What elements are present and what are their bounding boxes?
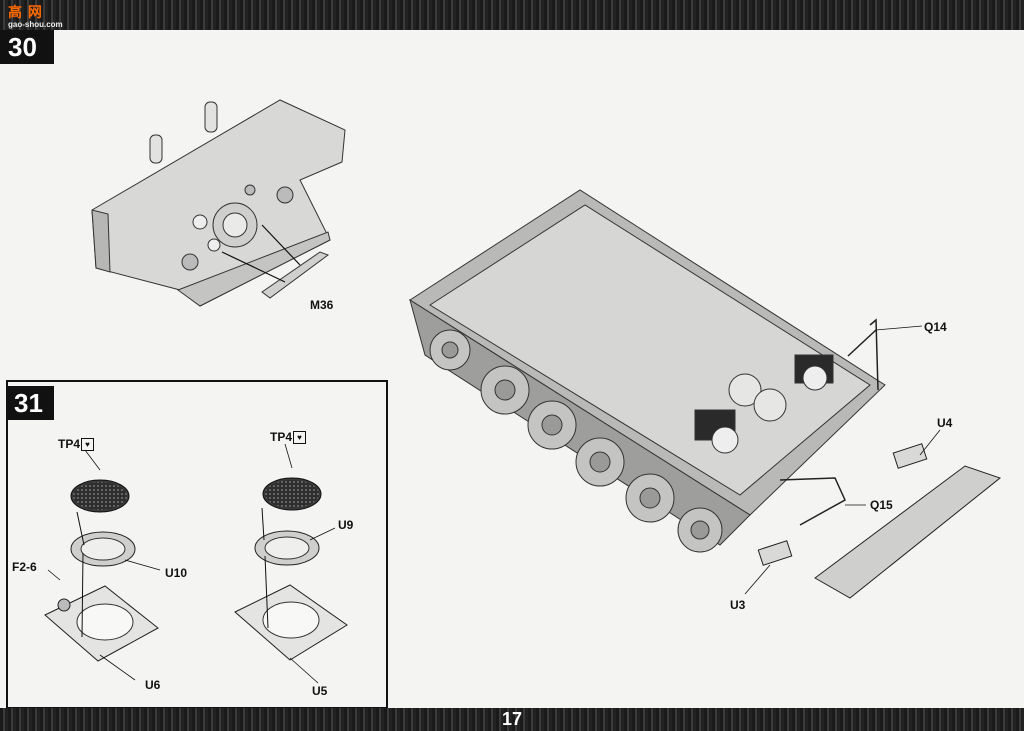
heart-icon: ♥ [293, 431, 307, 445]
watermark-url: gao-shou.com [8, 20, 63, 29]
heart-icon: ♥ [81, 438, 95, 452]
rear-plate-illustration [91, 99, 346, 307]
step-31-badge: 31 [6, 386, 54, 420]
rear-hull-plate [814, 465, 1002, 599]
label-tp4-left: TP4♥ [58, 437, 95, 452]
label-u3: U3 [730, 598, 746, 612]
right-screen-assembly [234, 477, 348, 661]
step-31-panel [6, 380, 388, 709]
step-30-badge: 30 [0, 30, 54, 64]
label-q15: Q15 [870, 498, 893, 512]
part-q14-shape [847, 318, 879, 391]
part-u3-shape [757, 540, 793, 566]
watermark-text: 高 网 [8, 4, 43, 20]
label-q14: Q14 [924, 320, 947, 334]
watermark-logo: 高 网 gao-shou.com [8, 2, 63, 29]
part-u4-shape [892, 443, 928, 469]
label-u10: U10 [165, 566, 188, 580]
label-u6: U6 [145, 678, 161, 692]
top-border-band [0, 0, 1024, 30]
left-screen-assembly [44, 479, 159, 662]
label-f2-6: F2-6 [12, 560, 37, 574]
label-u4: U4 [937, 416, 953, 430]
label-tp4-left-text: TP4 [58, 437, 81, 451]
page-number: 17 [501, 709, 523, 729]
label-tp4-right: TP4♥ [270, 430, 307, 445]
label-u5: U5 [312, 684, 328, 698]
label-u9: U9 [338, 518, 354, 532]
bottom-border-band [0, 708, 1024, 731]
part-q15-shape [779, 477, 846, 526]
label-m36: M36 [310, 298, 334, 312]
part-m36-shape [261, 251, 330, 299]
label-tp4-right-text: TP4 [270, 430, 293, 444]
tank-hull-illustration [409, 189, 886, 553]
